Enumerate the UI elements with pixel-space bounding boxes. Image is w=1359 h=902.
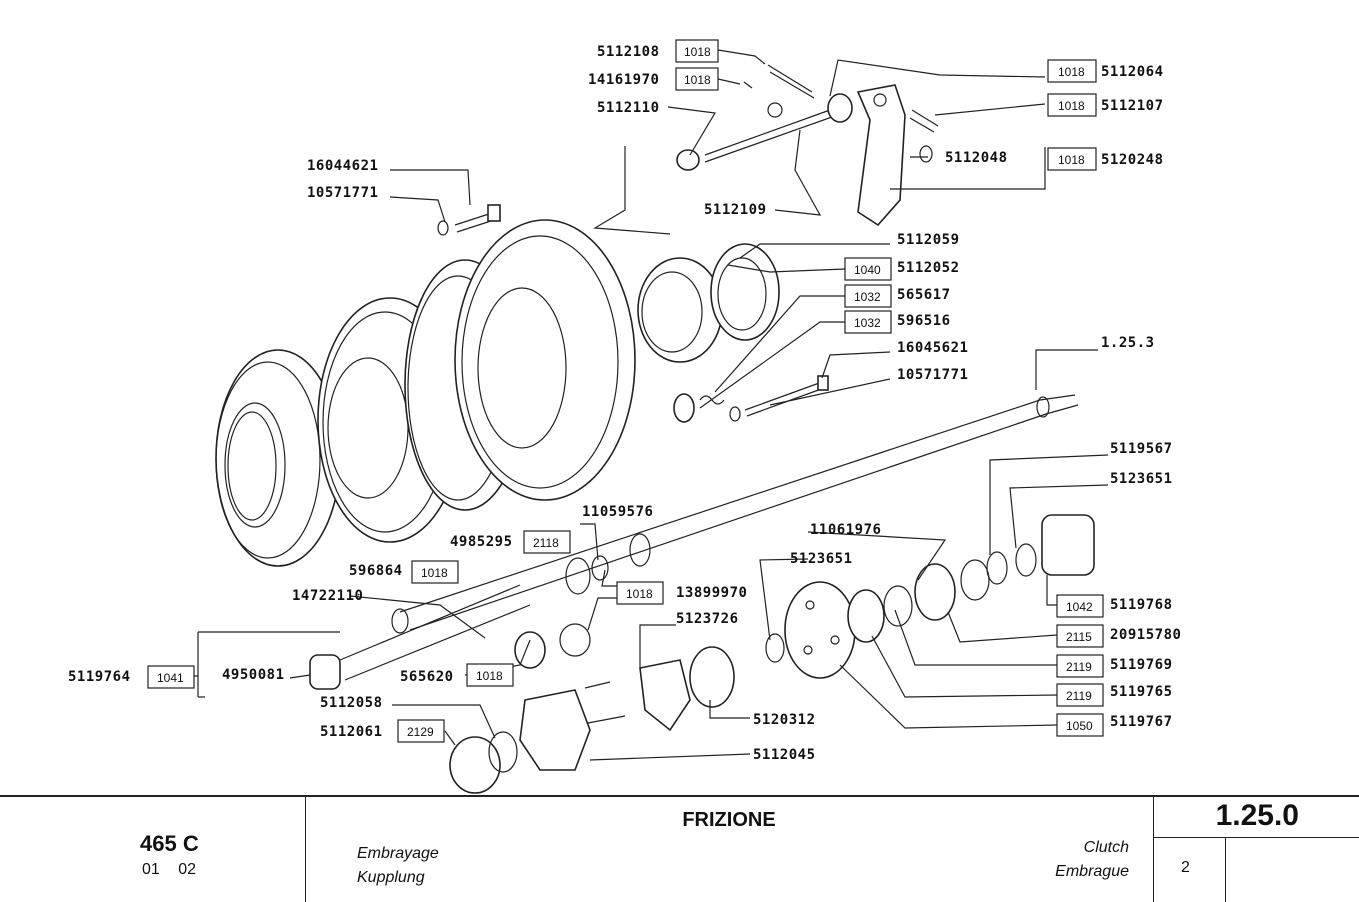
part-number-16045621: 16045621 [897,340,968,356]
box-1041: 1041 [157,671,184,685]
title-french: Embrayage [357,845,439,862]
part-number-5119769: 5119769 [1110,657,1173,673]
box-2129: 2129 [407,725,434,739]
bolt-16044621 [437,204,501,236]
title-english: Clutch [1083,839,1129,856]
part-number-11059576: 11059576 [582,504,653,520]
title-block: 465 C 01 02 FRIZIONE Embrayage Kupplung … [0,795,1359,902]
revision-number: 01 02 [142,861,197,878]
part-number-14161970: 14161970 [588,72,659,88]
rear-bearing-assembly [765,514,1095,679]
part-number-5112107: 5112107 [1101,98,1164,114]
box-1018: 1018 [1058,99,1085,113]
box-1018: 1018 [1058,65,1085,79]
part-number-16044621: 16044621 [307,158,378,174]
box-1018: 1018 [421,566,448,580]
part-number-5120312: 5120312 [753,712,816,728]
front-input-parts [309,555,735,794]
sheet-number: 2 [1181,859,1190,876]
box-frames [147,39,1104,743]
box-1050: 1050 [1066,719,1093,733]
part-number-5119567: 5119567 [1110,441,1173,457]
part-number-5112045: 5112045 [753,747,816,763]
part-number-5123651: 5123651 [790,551,853,567]
part-number-4985295: 4985295 [450,534,513,550]
clutch-cover [454,219,636,501]
box-1032: 1032 [854,316,881,330]
part-number-13899970: 13899970 [676,585,747,601]
box-1040: 1040 [854,263,881,277]
part-number-596516: 596516 [897,313,951,329]
part-number-5119768: 5119768 [1110,597,1173,613]
release-bearing [637,243,780,363]
reference-divider [1153,837,1359,838]
part-number-5119767: 5119767 [1110,714,1173,730]
clutch-shaft [391,394,1079,634]
box-1018: 1018 [476,669,503,683]
part-number-5119764: 5119764 [68,669,131,685]
part-number-596864: 596864 [349,563,403,579]
part-number-10571771: 10571771 [307,185,378,201]
box-2115: 2115 [1066,630,1092,644]
release-fork [676,64,939,227]
part-number-5112059: 5112059 [897,232,960,248]
page-title: FRIZIONE [682,809,776,831]
title-spanish: Embrague [1055,863,1129,880]
section-reference: 1.25.0 [1215,799,1299,832]
part-number-5112061: 5112061 [320,724,383,740]
box-2119: 2119 [1066,660,1092,674]
part-number-10571771: 10571771 [897,367,968,383]
part-number-5112109: 5112109 [704,202,767,218]
part-number-11061976: 11061976 [810,522,881,538]
box-2119: 2119 [1066,689,1092,703]
part-number-5119765: 5119765 [1110,684,1173,700]
part-number-1-25-3: 1.25.3 [1101,335,1155,351]
bolt-16045621 [673,375,829,423]
box-1018: 1018 [1058,153,1085,167]
box-1042: 1042 [1066,600,1093,614]
exploded-clutch-diagram: 5112108 1018 14161970 1018 5112110 1018 … [68,39,1181,794]
part-number-5112110: 5112110 [597,100,660,116]
reference-vertical-divider [1225,837,1226,902]
part-labels: 5112108 1018 14161970 1018 5112110 1018 … [68,44,1181,763]
part-number-5123726: 5123726 [676,611,739,627]
part-number-14722110: 14722110 [292,588,363,604]
part-number-5123651: 5123651 [1110,471,1173,487]
box-1018: 1018 [684,73,711,87]
model-number: 465 C [140,831,199,856]
part-number-5120248: 5120248 [1101,152,1164,168]
part-number-5112108: 5112108 [597,44,660,60]
model-cell: 465 C 01 02 [0,797,306,902]
title-cell: FRIZIONE Embrayage Kupplung Clutch Embra… [305,797,1154,902]
box-2118: 2118 [533,536,559,550]
box-1018: 1018 [684,45,711,59]
part-number-5112048: 5112048 [945,150,1008,166]
title-german: Kupplung [357,869,425,886]
part-number-20915780: 20915780 [1110,627,1181,643]
box-1032: 1032 [854,290,881,304]
part-number-5112058: 5112058 [320,695,383,711]
part-number-5112064: 5112064 [1101,64,1164,80]
part-number-565620: 565620 [400,669,454,685]
box-1018: 1018 [626,587,653,601]
part-number-565617: 565617 [897,287,951,303]
reference-cell: 1.25.0 2 [1153,797,1359,902]
part-number-5112052: 5112052 [897,260,960,276]
part-number-4950081: 4950081 [222,667,285,683]
